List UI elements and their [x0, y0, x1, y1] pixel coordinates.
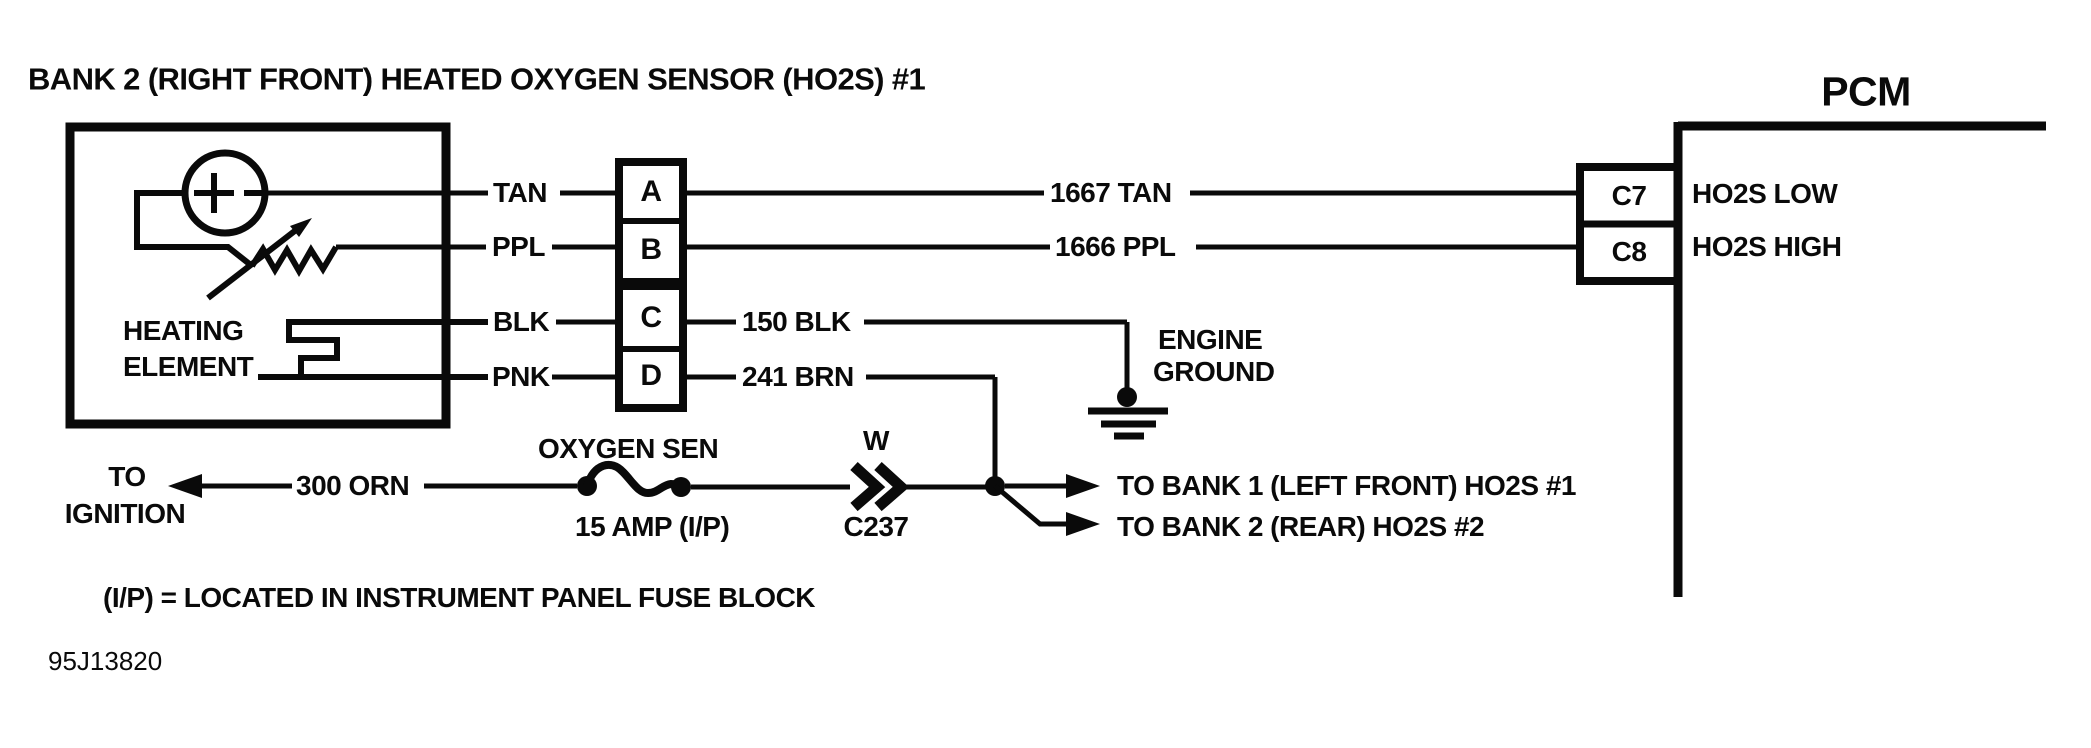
heating-element-symbol [286, 319, 488, 377]
sensor-connector-pin-c: C [640, 301, 662, 334]
wire-color-label-tan: TAN [493, 177, 547, 208]
wire-label-1666-ppl: 1666 PPL [1055, 231, 1176, 262]
ip-footnote: (I/P) = LOCATED IN INSTRUMENT PANEL FUSE… [103, 582, 816, 613]
wire-150-blk [685, 319, 1130, 389]
engine-ground-label-line1: ENGINE [1158, 324, 1263, 355]
fuse-wave [583, 460, 684, 498]
connector-c237-chevron-2 [874, 461, 910, 512]
branch-bank1-label: TO BANK 1 (LEFT FRONT) HO2S #1 [1117, 470, 1576, 501]
sensor-connector-pin-a: A [640, 175, 662, 208]
branch-bank2-label: TO BANK 2 (REAR) HO2S #2 [1117, 511, 1485, 542]
pcm-pin-c7-label: C7 [1611, 180, 1647, 211]
pcm-label: PCM [1821, 68, 1911, 115]
sensor-connector-pin-d: D [640, 359, 662, 392]
wire-label-241-brn: 241 BRN [742, 361, 854, 392]
ground-junction-dot [1117, 387, 1137, 407]
sensor-loop-wire [134, 190, 254, 269]
heating-element-label-line2: ELEMENT [123, 351, 254, 382]
ground-symbol [1088, 407, 1168, 440]
to-ignition-label-line2: IGNITION [64, 498, 186, 529]
heating-element-label-line1: HEATING [123, 315, 244, 346]
bank1-arrowhead [1066, 474, 1100, 498]
wire-color-label-pnk: PNK [492, 361, 550, 392]
wire-label-300-orn: 300 ORN [296, 470, 410, 501]
connector-c237-chevron-1 [850, 461, 886, 512]
diagram-title: BANK 2 (RIGHT FRONT) HEATED OXYGEN SENSO… [28, 61, 926, 97]
to-ignition-label-line1: TO [108, 461, 146, 492]
sensor-box [65, 122, 451, 429]
pcm-pin-c7-function: HO2S LOW [1692, 178, 1838, 209]
engine-ground-label-line2: GROUND [1153, 356, 1275, 387]
figure-id: 95J13820 [48, 646, 163, 676]
pcm-pin-c8-function: HO2S HIGH [1692, 231, 1842, 262]
plus-sign [194, 173, 234, 213]
inline-connector-name-label: C237 [843, 511, 909, 542]
variable-resistor-arrowhead [290, 218, 312, 237]
inline-connector-cavity-label: W [863, 425, 889, 456]
to-ignition-arrowhead [168, 474, 202, 498]
wire-to-bank2 [993, 484, 1068, 527]
sensor-connector-pin-b: B [640, 233, 662, 266]
fuse-name-label: OXYGEN SEN [538, 433, 719, 464]
wire-color-label-blk: BLK [493, 306, 550, 337]
wire-label-150-blk: 150 BLK [742, 306, 851, 337]
fuse-rating-label: 15 AMP (I/P) [575, 511, 730, 542]
bank2-arrowhead [1066, 512, 1100, 536]
variable-resistor-arrow [206, 227, 298, 301]
wire-label-1667-tan: 1667 TAN [1050, 177, 1172, 208]
wire-color-label-ppl: PPL [492, 231, 545, 262]
fuse-right-dot [671, 477, 691, 497]
pcm-pin-c8-label: C8 [1611, 236, 1647, 267]
wire-241-brn [685, 374, 998, 486]
